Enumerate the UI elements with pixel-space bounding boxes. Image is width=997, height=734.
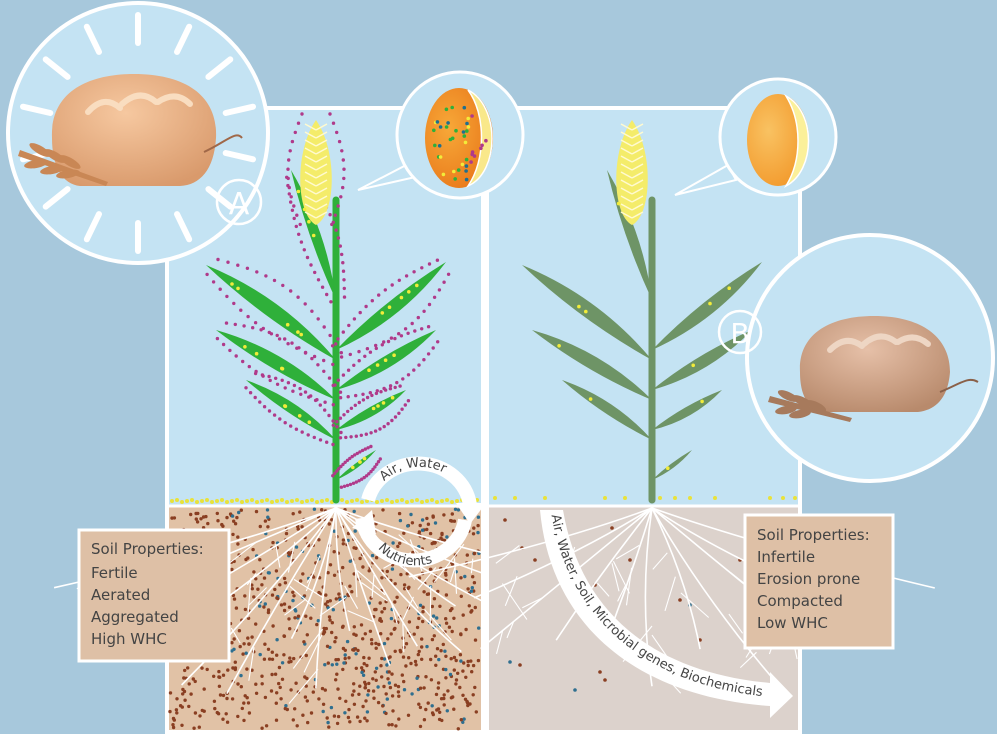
soil-box-a-item: Fertile [91, 564, 138, 582]
soil-box-a: Soil Properties: Fertile Aerated Aggrega… [79, 530, 229, 661]
bread-bubble-a: A [8, 3, 268, 263]
soil-box-b: Soil Properties: Infertile Erosion prone… [745, 515, 893, 648]
marker-a-label: A [229, 187, 250, 222]
soil-box-a-item: Aerated [91, 586, 150, 604]
soil-box-b-item: Infertile [757, 548, 815, 566]
grain-kernel-icon [425, 88, 493, 188]
soil-box-b-item: Compacted [757, 592, 843, 610]
soil-box-b-title: Soil Properties: [757, 526, 870, 544]
soil-box-b-item: Low WHC [757, 614, 828, 632]
soil-box-a-item: Aggregated [91, 608, 179, 626]
soil-box-a-title: Soil Properties: [91, 540, 204, 558]
soil-box-b-item: Erosion prone [757, 570, 860, 588]
grain-kernel-icon [747, 94, 809, 186]
marker-b-label: B [730, 317, 749, 350]
soil-box-a-item: High WHC [91, 630, 167, 648]
